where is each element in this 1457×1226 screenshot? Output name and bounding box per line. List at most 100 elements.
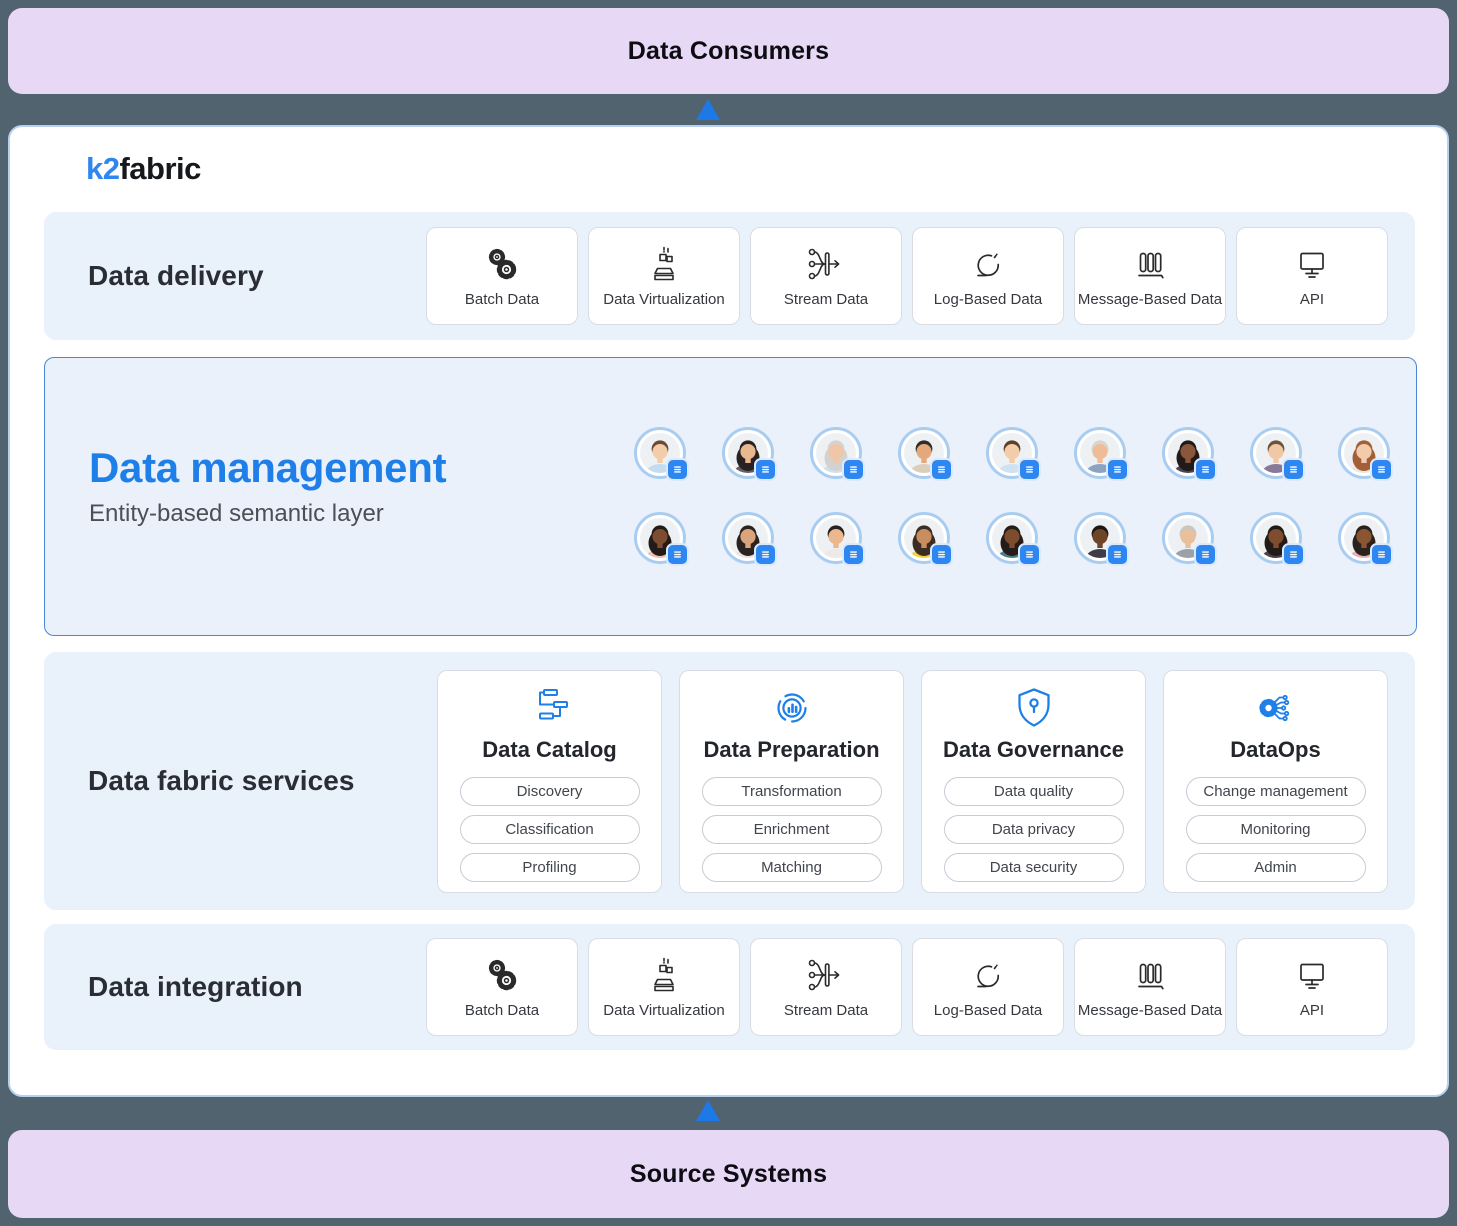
entity-avatar — [986, 427, 1041, 481]
service-pill: Discovery — [459, 776, 640, 806]
service-pill: Change management — [1185, 776, 1366, 806]
service-pill: Monitoring — [1185, 814, 1366, 845]
card-label: Message-Based Data — [1077, 1002, 1223, 1019]
delivery-card-batch-data: Batch Data — [426, 227, 578, 325]
entity-data-badge-icon — [842, 458, 865, 481]
card-label: Log-Based Data — [933, 1002, 1043, 1019]
card-label: Message-Based Data — [1077, 291, 1223, 308]
service-pill: Enrichment — [701, 814, 882, 845]
dataops-gear-circuit-icon — [1253, 685, 1299, 731]
logo-fabric-text: fabric — [119, 151, 201, 186]
service-title: Data Governance — [943, 736, 1124, 762]
card-label: Log-Based Data — [933, 291, 1043, 308]
card-label: Data Virtualization — [603, 1002, 725, 1019]
service-cards: Data Catalog Discovery Classification Pr… — [437, 669, 1388, 893]
gears-icon — [479, 955, 525, 995]
data-integration-cards: Batch Data Data Virtualization — [426, 938, 1388, 1036]
up-arrow-icon — [696, 99, 720, 120]
service-card-dataops: DataOps Change management Monitoring Adm… — [1163, 669, 1388, 893]
service-card-data-governance: Data Governance Data quality Data privac… — [921, 669, 1146, 893]
entity-avatar — [634, 512, 689, 566]
source-systems-title: Source Systems — [629, 1159, 828, 1188]
gears-icon — [479, 244, 525, 284]
service-pill: Data quality — [943, 776, 1124, 806]
entity-data-badge-icon — [754, 543, 777, 566]
preparation-icon — [769, 685, 815, 731]
entity-avatar — [1250, 427, 1305, 481]
card-label: Stream Data — [783, 291, 869, 308]
integration-card-message-based-data: Message-Based Data — [1074, 938, 1226, 1036]
virtualization-icon — [641, 955, 687, 995]
entity-data-badge-icon — [1106, 458, 1129, 481]
entity-avatar — [898, 427, 953, 481]
data-fabric-services-row: Data fabric services Data Catalog — [44, 652, 1415, 910]
service-pill: Classification — [459, 814, 640, 845]
entity-data-badge-icon — [1194, 543, 1217, 566]
entity-avatar — [1162, 427, 1217, 481]
up-arrow-icon — [696, 1100, 720, 1121]
entity-avatar — [722, 427, 777, 481]
avatar-row-1 — [634, 427, 1393, 481]
entity-avatar — [1338, 512, 1393, 566]
data-delivery-row: Data delivery Batch Data — [44, 212, 1415, 340]
entity-avatar — [634, 427, 689, 481]
governance-shield-icon — [1011, 685, 1057, 731]
integration-card-api: API — [1236, 938, 1388, 1036]
monitor-icon — [1289, 244, 1335, 284]
source-systems-banner: Source Systems — [8, 1130, 1449, 1218]
data-fabric-services-label: Data fabric services — [88, 765, 355, 796]
entity-avatar-grid — [634, 427, 1393, 566]
service-title: DataOps — [1230, 736, 1321, 762]
card-label: Batch Data — [464, 1002, 540, 1019]
entity-data-badge-icon — [842, 543, 865, 566]
service-pill: Transformation — [701, 776, 882, 806]
integration-card-log-based-data: Log-Based Data — [912, 938, 1064, 1036]
entity-avatar — [810, 427, 865, 481]
card-label: API — [1299, 1002, 1325, 1019]
service-card-data-catalog: Data Catalog Discovery Classification Pr… — [437, 669, 662, 893]
data-management-text: Data management Entity-based semantic la… — [89, 444, 447, 528]
virtualization-icon — [641, 244, 687, 284]
k2fabric-logo: k2fabric — [86, 151, 201, 187]
data-delivery-cards: Batch Data Data Virtualization — [426, 227, 1388, 325]
entity-avatar — [722, 512, 777, 566]
catalog-icon — [527, 685, 573, 731]
data-integration-label: Data integration — [88, 971, 303, 1002]
delivery-card-data-virtualization: Data Virtualization — [588, 227, 740, 325]
entity-avatar — [1074, 427, 1129, 481]
entity-data-badge-icon — [1282, 543, 1305, 566]
card-label: API — [1299, 291, 1325, 308]
delivery-card-stream-data: Stream Data — [750, 227, 902, 325]
entity-data-badge-icon — [930, 543, 953, 566]
card-label: Stream Data — [783, 1002, 869, 1019]
data-consumers-banner: Data Consumers — [8, 8, 1449, 94]
delivery-card-api: API — [1236, 227, 1388, 325]
integration-card-stream-data: Stream Data — [750, 938, 902, 1036]
avatar-row-2 — [634, 512, 1393, 566]
queue-icon — [1127, 244, 1173, 284]
card-label: Batch Data — [464, 291, 540, 308]
entity-avatar — [1250, 512, 1305, 566]
entity-data-badge-icon — [930, 458, 953, 481]
entity-data-badge-icon — [666, 543, 689, 566]
service-pill: Matching — [701, 853, 882, 883]
queue-icon — [1127, 955, 1173, 995]
delivery-card-log-based-data: Log-Based Data — [912, 227, 1064, 325]
service-pill: Data privacy — [943, 814, 1124, 845]
entity-data-badge-icon — [1018, 458, 1041, 481]
entity-data-badge-icon — [1106, 543, 1129, 566]
data-management-title: Data management — [89, 444, 447, 491]
data-integration-row: Data integration Batch Data — [44, 924, 1415, 1050]
entity-data-badge-icon — [1282, 458, 1305, 481]
service-pill: Data security — [943, 853, 1124, 883]
service-pill: Profiling — [459, 853, 640, 883]
stream-icon — [803, 955, 849, 995]
data-management-subtitle: Entity-based semantic layer — [89, 500, 384, 527]
service-title: Data Preparation — [703, 736, 880, 762]
entity-data-badge-icon — [666, 458, 689, 481]
integration-card-batch-data: Batch Data — [426, 938, 578, 1036]
entity-data-badge-icon — [1194, 458, 1217, 481]
log-refresh-icon — [965, 955, 1011, 995]
entity-avatar — [1162, 512, 1217, 566]
